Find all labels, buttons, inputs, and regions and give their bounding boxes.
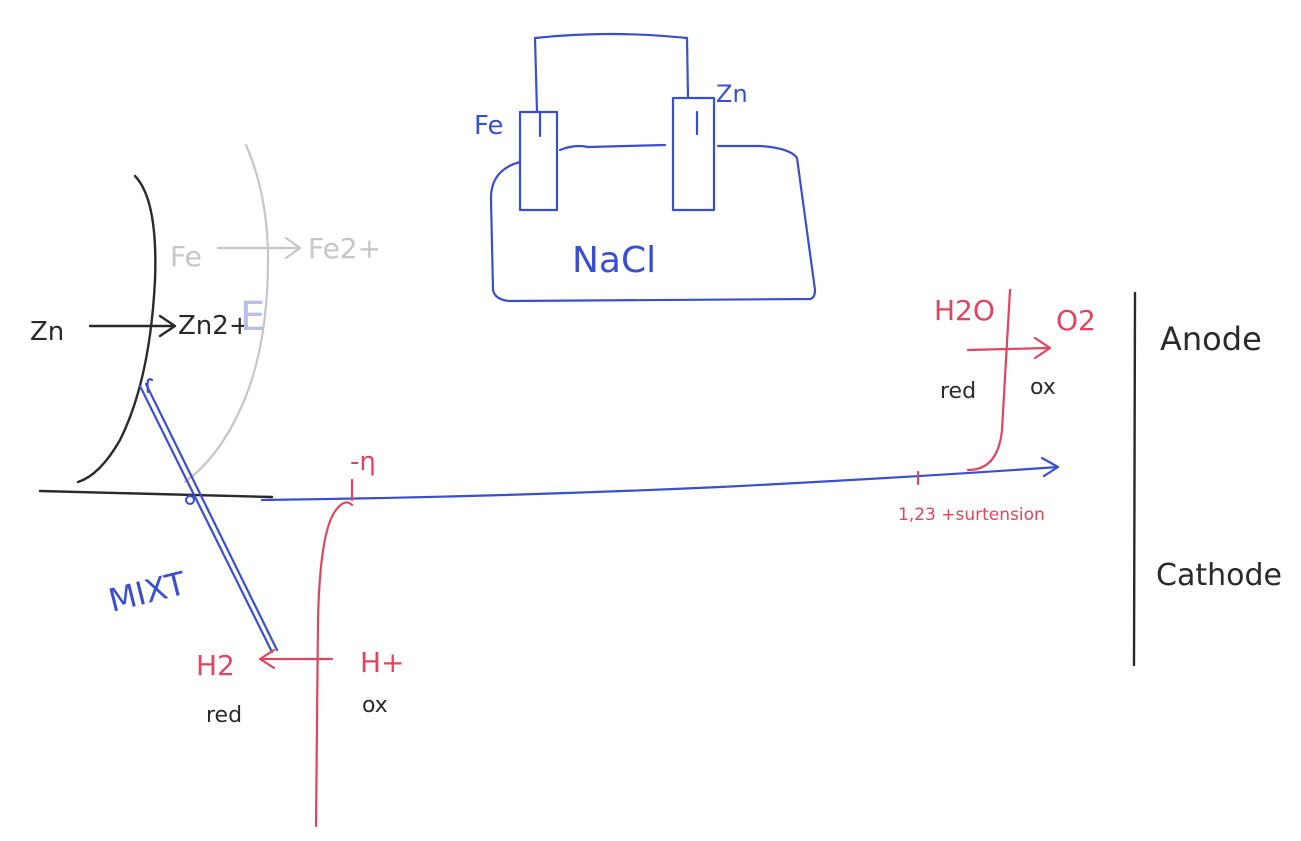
mixed-potential-line <box>146 378 154 394</box>
connecting-wire <box>533 32 690 114</box>
zinc-oxidation-curve-group <box>76 174 157 484</box>
region-panel: Anode Cathode <box>1132 291 1282 667</box>
electrolyte-container <box>489 144 817 303</box>
oxygen-ox-label: ox <box>1030 375 1056 400</box>
zinc-electrode <box>671 96 716 212</box>
zinc-reaction: Zn Zn2+ <box>30 311 251 347</box>
mixed-potential: MIXT <box>105 378 279 654</box>
hydrogen-reaction: -η H2 H+ red ox <box>196 447 405 828</box>
oxygen-threshold-label: 1,23 +surtension <box>898 505 1045 525</box>
potential-axis-arrow <box>260 456 1060 502</box>
iron-reaction: Fe Fe2+ <box>170 232 381 273</box>
oxygen-reaction-arrow <box>966 336 1052 360</box>
hydrogen-reactant: H2 <box>196 649 235 682</box>
iron-oxidation-curve <box>183 143 270 484</box>
mixed-potential-line <box>144 382 279 652</box>
hydrogen-ox-label: ox <box>362 693 388 718</box>
oxygen-reaction: H2O O2 red ox 1,23 +surtension <box>898 288 1096 525</box>
hydrogen-product: H+ <box>360 646 405 679</box>
potential-axis-label: E <box>240 294 265 340</box>
current-zero-axis <box>38 489 274 499</box>
iron-electrode <box>518 110 559 212</box>
oxygen-curve <box>966 288 1012 472</box>
mixed-potential-point <box>185 495 195 505</box>
zinc-oxidation-curve <box>76 174 157 484</box>
iron-electrode-label: Fe <box>474 111 504 141</box>
zinc-electrode-label: Zn <box>716 80 748 108</box>
hydrogen-curve <box>314 501 354 828</box>
salt-bridge-line <box>558 143 667 152</box>
hydrogen-red-label: red <box>206 703 242 728</box>
anode-label: Anode <box>1160 320 1262 358</box>
iron-oxidation-curve-group <box>183 143 270 484</box>
eta-mark: -η <box>350 447 376 477</box>
hydrogen-reaction-arrow <box>258 648 334 670</box>
region-divider <box>1132 291 1137 667</box>
cathode-label: Cathode <box>1156 558 1282 593</box>
mixed-potential-line <box>138 384 274 654</box>
electrolyte-label: NaCl <box>572 240 656 281</box>
zinc-reaction-arrow <box>88 314 177 338</box>
oxygen-reactant: H2O <box>934 294 995 327</box>
mixed-potential-label: MIXT <box>105 564 190 620</box>
oxygen-red-label: red <box>940 379 976 404</box>
iron-reactant: Fe <box>170 240 202 273</box>
galvanic-cell: Fe Zn NaCl <box>474 32 817 303</box>
iron-reaction-arrow <box>216 236 302 260</box>
zinc-reactant: Zn <box>30 317 64 347</box>
oxygen-product: O2 <box>1056 304 1096 337</box>
zinc-product: Zn2+ <box>178 311 251 341</box>
iron-product: Fe2+ <box>308 232 381 265</box>
